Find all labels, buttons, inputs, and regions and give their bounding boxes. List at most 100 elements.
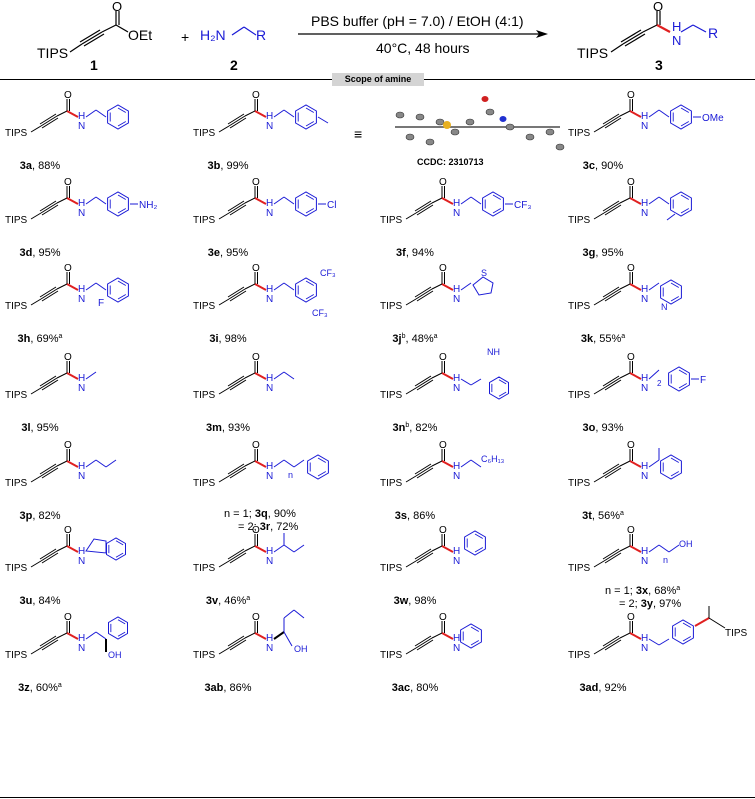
section-banner: Scope of amine <box>332 73 424 86</box>
bond <box>414 286 432 298</box>
compound-label: 3w, 98% <box>394 595 437 607</box>
benzene-ring <box>107 277 129 303</box>
reagent-2-number: 2 <box>230 57 238 72</box>
bond <box>227 286 245 298</box>
tips-label: TIPS <box>193 650 216 661</box>
compound-yield: , 86% <box>223 682 251 694</box>
bond <box>227 463 245 475</box>
compound-yield: , 56% <box>592 510 620 522</box>
bond <box>305 208 315 214</box>
bond <box>415 202 433 214</box>
bond <box>273 631 285 640</box>
tips-label: TIPS <box>5 563 28 574</box>
bond <box>593 647 605 655</box>
compound-yield: , 60% <box>30 682 58 694</box>
compound-id: 3ad <box>579 682 598 694</box>
amide-h: H <box>453 284 460 295</box>
compound-id: 3y <box>641 598 654 610</box>
yield-superscript: a <box>59 333 63 340</box>
bond <box>30 212 42 220</box>
product-structure <box>610 11 661 53</box>
compound-yield: , 69% <box>30 333 58 345</box>
chain-length: n = 1; <box>605 585 636 597</box>
bond <box>619 283 631 290</box>
bond <box>431 197 443 204</box>
bond <box>41 552 59 564</box>
benzene-ring <box>670 104 692 130</box>
bond <box>85 631 97 640</box>
compound-label: 3k, 55%a <box>581 333 625 345</box>
bond <box>593 387 605 395</box>
amide-h: H <box>266 461 273 472</box>
bond <box>40 550 58 562</box>
amide-n: N <box>641 208 648 219</box>
amide-n: N <box>641 471 648 482</box>
bond <box>629 460 642 468</box>
bond <box>115 552 124 558</box>
bond <box>305 280 315 286</box>
thiophene-ring <box>472 276 494 296</box>
bond <box>602 375 620 387</box>
bond <box>317 116 329 124</box>
bond <box>317 471 327 477</box>
crystal-atom-si <box>443 121 451 129</box>
benzene-ring <box>670 191 692 217</box>
bond <box>405 560 417 568</box>
compound-id: 3c <box>583 160 595 172</box>
bond <box>56 283 68 290</box>
amide-h: H <box>641 461 648 472</box>
plus-sign: + <box>181 29 189 45</box>
compound-label: 3e, 95% <box>208 247 249 259</box>
amide-n: N <box>453 471 460 482</box>
chain-subscript: 2 <box>657 379 662 388</box>
bond <box>39 286 57 298</box>
bond <box>414 635 432 647</box>
compound-yield: , 72% <box>270 521 298 533</box>
compound-id: 3x <box>636 585 649 597</box>
bond <box>283 196 295 205</box>
amide-n: N <box>266 208 273 219</box>
bond <box>229 290 247 302</box>
compound-yield: , 93% <box>222 422 250 434</box>
compound-yield: , 46% <box>218 595 246 607</box>
amide-n: N <box>78 383 85 394</box>
bond <box>254 545 267 553</box>
substituent-label: C₆H₁₃ <box>481 454 505 464</box>
carbonyl-oxygen: O <box>439 440 447 451</box>
chain-length: = 2; <box>238 521 260 533</box>
bond <box>95 109 107 118</box>
compound-id: 3f <box>396 247 406 259</box>
bond <box>648 544 660 553</box>
carbonyl-oxygen: O <box>252 263 260 274</box>
bond <box>105 459 117 468</box>
bond <box>244 110 256 117</box>
bond <box>293 609 305 619</box>
bond <box>441 372 454 380</box>
bond <box>227 635 245 647</box>
bond <box>619 197 631 204</box>
bond <box>604 117 622 129</box>
piperidine-ring <box>460 623 482 649</box>
bond <box>56 372 68 379</box>
bond <box>498 379 507 385</box>
bond <box>619 372 631 379</box>
condition-top: PBS buffer (pH = 7.0) / EtOH (4:1) <box>311 13 524 29</box>
bond <box>670 282 680 288</box>
bond <box>244 197 256 204</box>
multi-compound-label: = 2; 3y, 97% <box>619 598 681 610</box>
bond <box>629 372 642 380</box>
bond <box>405 387 417 395</box>
bond <box>254 283 267 291</box>
amide-n: N <box>453 556 460 567</box>
bond <box>85 196 97 205</box>
bond <box>431 632 443 639</box>
bond <box>498 391 507 397</box>
crystal-atom <box>450 128 460 136</box>
bond <box>414 200 432 212</box>
